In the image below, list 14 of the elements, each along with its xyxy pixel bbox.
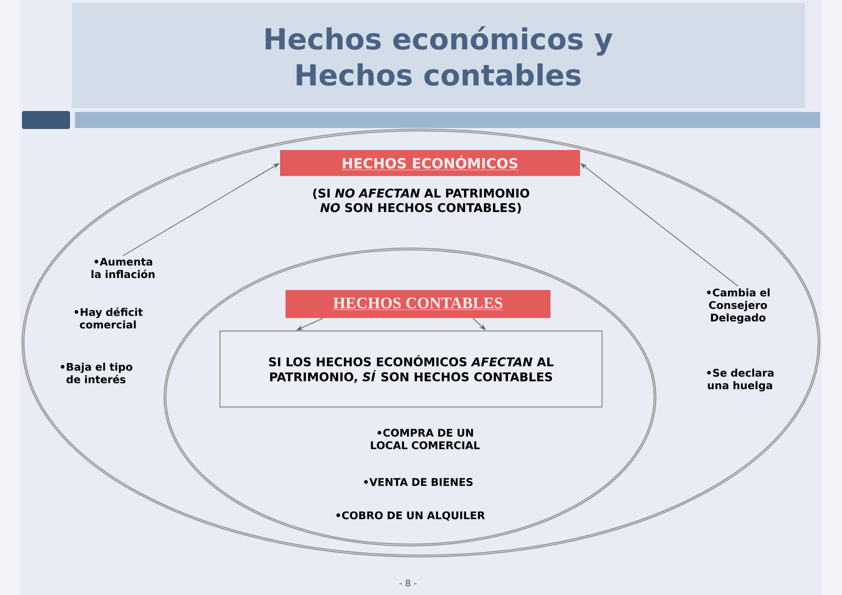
bullet-text: •COMPRA DE UN LOCAL COMERCIAL [370,428,480,450]
heading-band: HECHOS CONTABLES [286,290,550,318]
title-banner: Hechos económicos y Hechos contables [72,3,805,108]
heading-band: HECHOS ECONÓMICOS [280,150,580,176]
bullet-text: •Aumenta la inflación [92,258,154,278]
note-text: (SI NO AFECTAN AL PATRIMONIO NO SON HECHOS CONTABLES) [313,188,530,214]
bullet-text: •Se declara una huelga [707,368,774,392]
page-number: - 8 - [399,580,417,586]
definition-box: SI LOS HECHOS ECONÓMICOS AFECTAN AL PATRIMONIO, SÍ SON HECHOS CONTABLES [219,330,603,408]
bullet-text: •COBRO DE UN ALQUILER [336,511,485,521]
bullet-text: •Baja el tipo de interés [60,362,132,384]
bullet-text: •Hay déficit comercial [74,308,143,329]
bullet-text: •VENTA DE BIENES [364,478,473,486]
bullet-text: •Cambia el Consejero Delegado [707,288,770,324]
